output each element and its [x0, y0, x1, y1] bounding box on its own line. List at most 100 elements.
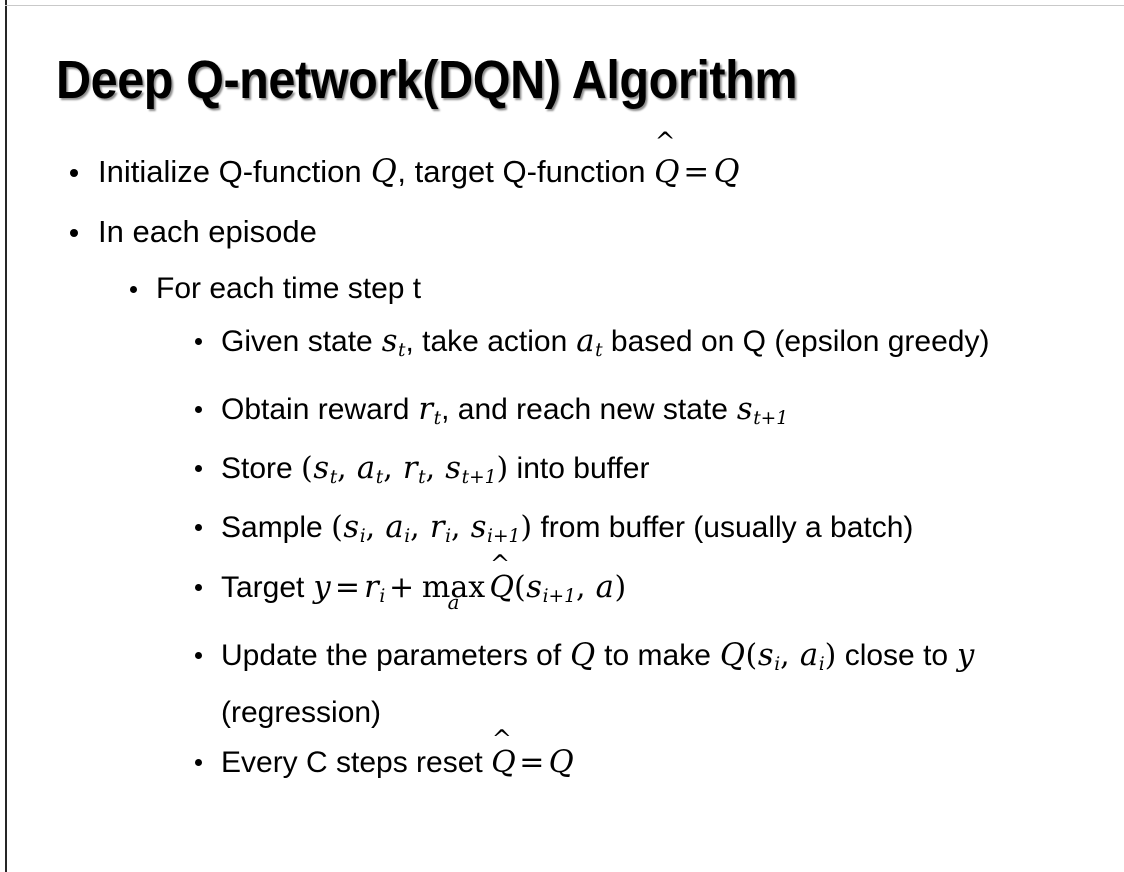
math-var-s: s	[736, 392, 753, 427]
text-run: (regression)	[221, 695, 382, 729]
math-paren-close: )	[614, 569, 627, 605]
math-var-a: a	[356, 451, 376, 487]
math-subscript: t	[398, 340, 406, 362]
list-item-text: Given state st, take action at based on …	[221, 318, 1124, 375]
math-var-y: y	[957, 637, 975, 673]
text-run: , and reach new state	[441, 393, 737, 426]
text-run: close to	[836, 638, 957, 672]
math-paren-close: )	[496, 451, 509, 487]
math-subscript: t	[418, 467, 426, 489]
text-run: into buffer	[508, 452, 650, 486]
list-item: Store (st, at, rt, st+1) into buffer	[0, 443, 1124, 502]
hat-accent-icon: ^	[654, 126, 676, 156]
math-subscript: t	[433, 408, 442, 430]
math-var-s: s	[343, 510, 360, 546]
bullet-list: Initialize Q-function Q, target Q-functi…	[0, 129, 1124, 787]
page-title: Deep Q-network(DQN) Algorithm	[56, 50, 798, 110]
math-subscript: i	[379, 585, 386, 607]
math-subscript: t+1	[753, 408, 789, 430]
math-var-r: r	[418, 392, 433, 427]
math-var-a: a	[576, 324, 595, 359]
math-comma: ,	[780, 637, 800, 673]
math-subscript: i	[774, 653, 781, 675]
math-subscript: i	[404, 526, 411, 548]
list-item-text: Update the parameters of Q to make Q(si,…	[221, 632, 1124, 737]
hat-accent-icon: ^	[489, 549, 511, 578]
bullet-dot-icon	[70, 229, 78, 237]
math-comma: ,	[365, 510, 385, 546]
math-paren-close: )	[520, 510, 533, 546]
math-var-r: r	[402, 451, 418, 487]
math-operator-equals: =	[334, 569, 360, 605]
list-item: Obtain reward rt, and reach new state st…	[0, 384, 1124, 443]
text-run: Every C steps reset	[221, 745, 492, 779]
math-operator-plus: +	[388, 569, 415, 605]
math-var-r: r	[364, 569, 379, 605]
list-item: Every C steps reset ^Q=Q	[0, 727, 1124, 787]
math-var-q: Q	[719, 637, 745, 673]
bullet-dot-icon	[195, 524, 202, 532]
math-operator-equals: =	[519, 744, 545, 780]
math-operator-max-limit: a	[447, 590, 460, 614]
math-subscript: t	[375, 467, 384, 489]
math-paren-open: (	[513, 569, 526, 605]
math-var-qhat: ^Q	[491, 727, 516, 787]
math-operator-equals: =	[683, 154, 710, 190]
list-item: Given state st, take action at based on …	[0, 316, 1124, 384]
bullet-dot-icon	[195, 465, 202, 473]
math-var-q: Q	[548, 744, 574, 780]
math-var-y: y	[313, 569, 331, 605]
math-subscript: t	[329, 467, 338, 489]
bullet-dot-icon	[130, 286, 137, 293]
bullet-dot-icon	[70, 169, 78, 177]
list-item-text: Initialize Q-function Q, target Q-functi…	[98, 129, 1124, 202]
math-var-s: s	[526, 569, 542, 605]
bullet-dot-icon	[195, 758, 202, 766]
text-run: to make	[595, 638, 720, 672]
list-item-text: Every C steps reset ^Q=Q	[221, 727, 1124, 787]
math-subscript: i	[359, 526, 366, 548]
text-run: based on Q (epsilon greedy)	[602, 325, 990, 358]
math-var-a: a	[799, 637, 819, 673]
math-comma: ,	[425, 451, 445, 487]
text-run: Initialize Q-function	[98, 154, 371, 189]
list-item-text: For each time step t	[156, 272, 422, 305]
text-run: , target Q-function	[397, 154, 655, 189]
bullet-dot-icon	[195, 583, 202, 591]
text-run: Store	[221, 452, 302, 486]
math-var-a: a	[385, 510, 404, 546]
math-subscript: i+1	[542, 585, 576, 607]
math-var-qhat: ^Q	[654, 129, 680, 202]
math-comma: ,	[451, 510, 471, 546]
text-run: from buffer (usually a batch)	[532, 511, 914, 545]
list-item-text: Store (st, at, rt, st+1) into buffer	[221, 445, 1124, 502]
text-run: Update the parameters of	[221, 638, 570, 672]
math-comma: ,	[410, 510, 430, 546]
text-run: Given state	[221, 325, 382, 358]
list-item: Sample (si, ai, ri, si+1) from buffer (u…	[0, 502, 1124, 561]
math-var-s: s	[381, 324, 398, 359]
math-operator-max-label: max	[421, 569, 486, 605]
text-run: , take action	[405, 325, 576, 358]
bullet-dot-icon	[195, 406, 202, 413]
math-var-s: s	[757, 637, 774, 673]
math-var-q: Q	[654, 154, 680, 190]
text-run: Target	[221, 570, 313, 604]
list-item-text: In each episode	[98, 214, 317, 249]
math-paren-close: )	[824, 637, 837, 673]
math-subscript: t	[595, 340, 603, 362]
math-var-q: Q	[570, 637, 596, 673]
list-item-text: Obtain reward rt, and reach new state st…	[221, 386, 1124, 443]
math-paren-open: (	[745, 637, 758, 673]
math-subscript: t+1	[461, 467, 497, 489]
math-var-s: s	[445, 451, 461, 487]
slide-frame-left-line	[5, 0, 7, 872]
math-comma: ,	[575, 569, 596, 605]
bullet-dot-icon	[195, 338, 202, 345]
list-item: Initialize Q-function Q, target Q-functi…	[0, 129, 1124, 202]
math-var-s: s	[313, 451, 330, 487]
list-item: Update the parameters of Q to make Q(si,…	[0, 630, 1124, 737]
